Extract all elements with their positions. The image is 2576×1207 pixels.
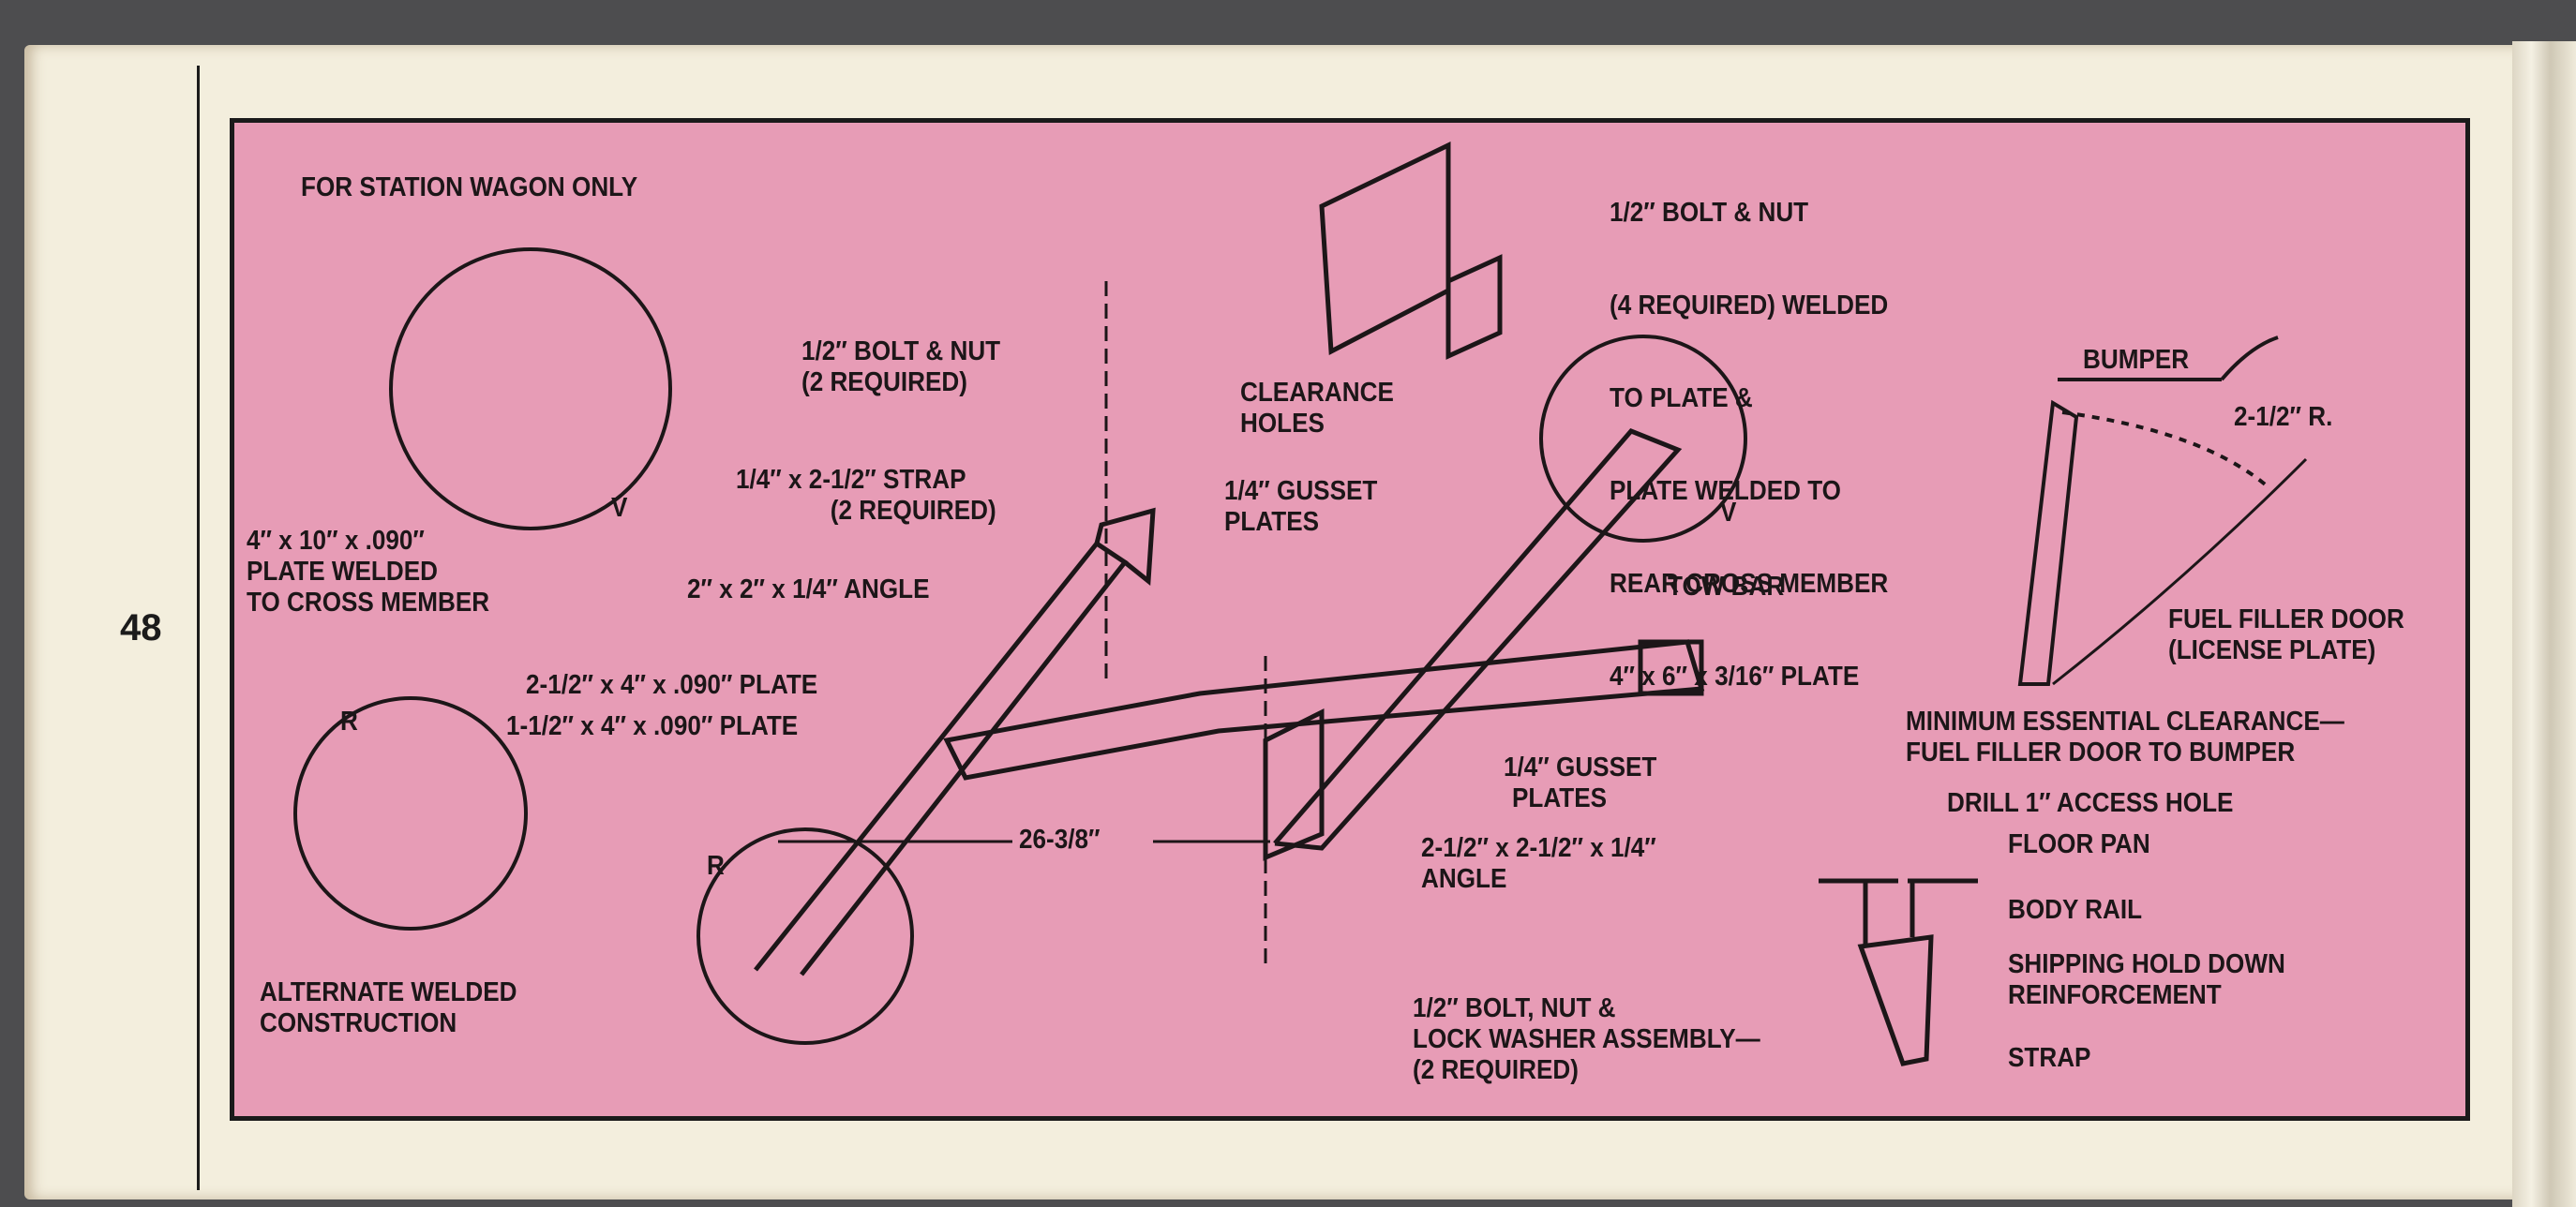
diagram-panel — [230, 118, 2470, 1121]
label-angle-2x2: 2″ x 2″ x 1/4″ ANGLE — [687, 574, 930, 604]
label-body-rail: BODY RAIL — [2008, 895, 2143, 925]
label-line: (LICENSE PLATE) — [2168, 635, 2376, 665]
label-angle-2-5: 2-1/2″ x 2-1/2″ x 1/4″ANGLE — [1421, 833, 1656, 895]
detail-circle-r-alt — [293, 696, 528, 931]
label-line: (4 REQUIRED) WELDED — [1610, 291, 1889, 320]
label-line: CONSTRUCTION — [260, 1008, 457, 1038]
label-line: LOCK WASHER ASSEMBLY— — [1413, 1024, 1760, 1054]
page-number: 48 — [120, 607, 162, 648]
label-line: 1/2″ BOLT & NUT — [801, 336, 1001, 366]
label-line: PLATE WELDED TO — [1610, 476, 1841, 506]
tow-bar-tube — [943, 639, 1705, 781]
label-bolt-nut-4: 1/2″ BOLT & NUT (4 REQUIRED) WELDED TO P… — [1610, 136, 1888, 723]
label-line: 1/2″ BOLT & NUT — [1610, 198, 1809, 228]
label-line: TO PLATE & — [1610, 383, 1753, 413]
label-line: REAR CROSS MEMBER — [1610, 569, 1889, 599]
label-line: PLATES — [1512, 783, 1608, 813]
label-line: 4″ x 6″ x 3/16″ PLATE — [1610, 662, 1860, 692]
label-min-clearance: MINIMUM ESSENTIAL CLEARANCE—FUEL FILLER … — [1906, 707, 2344, 768]
label-fuel-filler: FUEL FILLER DOOR(LICENSE PLATE) — [2168, 604, 2404, 666]
page-edges — [2512, 41, 2576, 1207]
label-line: 1/4″ x 2-1/2″ STRAP — [736, 465, 966, 495]
label-view-v-right: V — [1720, 498, 1737, 528]
label-dimension: 26-3/8″ — [1019, 825, 1101, 855]
label-line: (2 REQUIRED) — [1413, 1055, 1579, 1085]
detail-circle-r-bottom — [696, 827, 914, 1045]
label-line: ANGLE — [1421, 864, 1507, 894]
detail-circle-v-left — [389, 247, 672, 530]
label-tow-bar: TOW BAR — [1668, 572, 1785, 602]
label-view-r-bottom: R — [707, 851, 725, 881]
label-line: 2-1/2″ x 2-1/2″ x 1/4″ — [1421, 833, 1656, 863]
label-drill-hole: DRILL 1″ ACCESS HOLE — [1947, 788, 2234, 818]
label-lock-washer: 1/2″ BOLT, NUT &LOCK WASHER ASSEMBLY—(2 … — [1413, 993, 1760, 1086]
label-bumper: BUMPER — [2083, 345, 2190, 375]
label-line: 4″ x 10″ x .090″ — [247, 526, 425, 556]
label-line: SHIPPING HOLD DOWN — [2008, 949, 2285, 979]
margin-rule — [197, 66, 200, 1190]
label-view-v-left: V — [611, 493, 628, 523]
label-radius: 2-1/2″ R. — [2234, 402, 2333, 432]
label-line: (2 REQUIRED) — [830, 496, 996, 526]
label-bolt-nut-2: 1/2″ BOLT & NUT(2 REQUIRED) — [801, 336, 1000, 398]
label-line: PLATES — [1224, 507, 1320, 537]
label-plate-2-5: 2-1/2″ x 4″ x .090″ PLATE — [526, 670, 818, 700]
label-line: TO CROSS MEMBER — [247, 588, 490, 618]
label-line: HOLES — [1240, 409, 1325, 439]
label-strap: 1/4″ x 2-1/2″ STRAP(2 REQUIRED) — [736, 465, 996, 527]
label-view-r-alt: R — [340, 707, 358, 737]
bracket-plates — [1319, 142, 1503, 360]
label-floor-pan: FLOOR PAN — [2008, 829, 2150, 859]
label-line: PLATE WELDED — [247, 557, 438, 587]
title-station-wagon: FOR STATION WAGON ONLY — [301, 172, 638, 202]
label-line: 1/4″ GUSSET — [1504, 753, 1657, 782]
label-line: FUEL FILLER DOOR TO BUMPER — [1906, 738, 2296, 767]
body-rail-section — [1819, 878, 1978, 1066]
label-line: CLEARANCE — [1240, 378, 1394, 408]
dimension-line — [778, 281, 1270, 965]
label-line: FUEL FILLER DOOR — [2168, 604, 2404, 634]
detail-circle-v-right — [1539, 335, 1747, 543]
label-plate-1-5: 1-1/2″ x 4″ x .090″ PLATE — [506, 711, 799, 741]
label-strap-bottom: STRAP — [2008, 1043, 2091, 1073]
label-line: 1/4″ GUSSET — [1224, 476, 1378, 506]
label-line: REINFORCEMENT — [2008, 980, 2222, 1010]
label-line: (2 REQUIRED) — [801, 367, 967, 397]
label-line: ALTERNATE WELDED — [260, 977, 517, 1007]
bumper-profile — [2017, 335, 2308, 686]
label-line: 1/2″ BOLT, NUT & — [1413, 993, 1616, 1023]
label-line: MINIMUM ESSENTIAL CLEARANCE— — [1906, 707, 2344, 737]
